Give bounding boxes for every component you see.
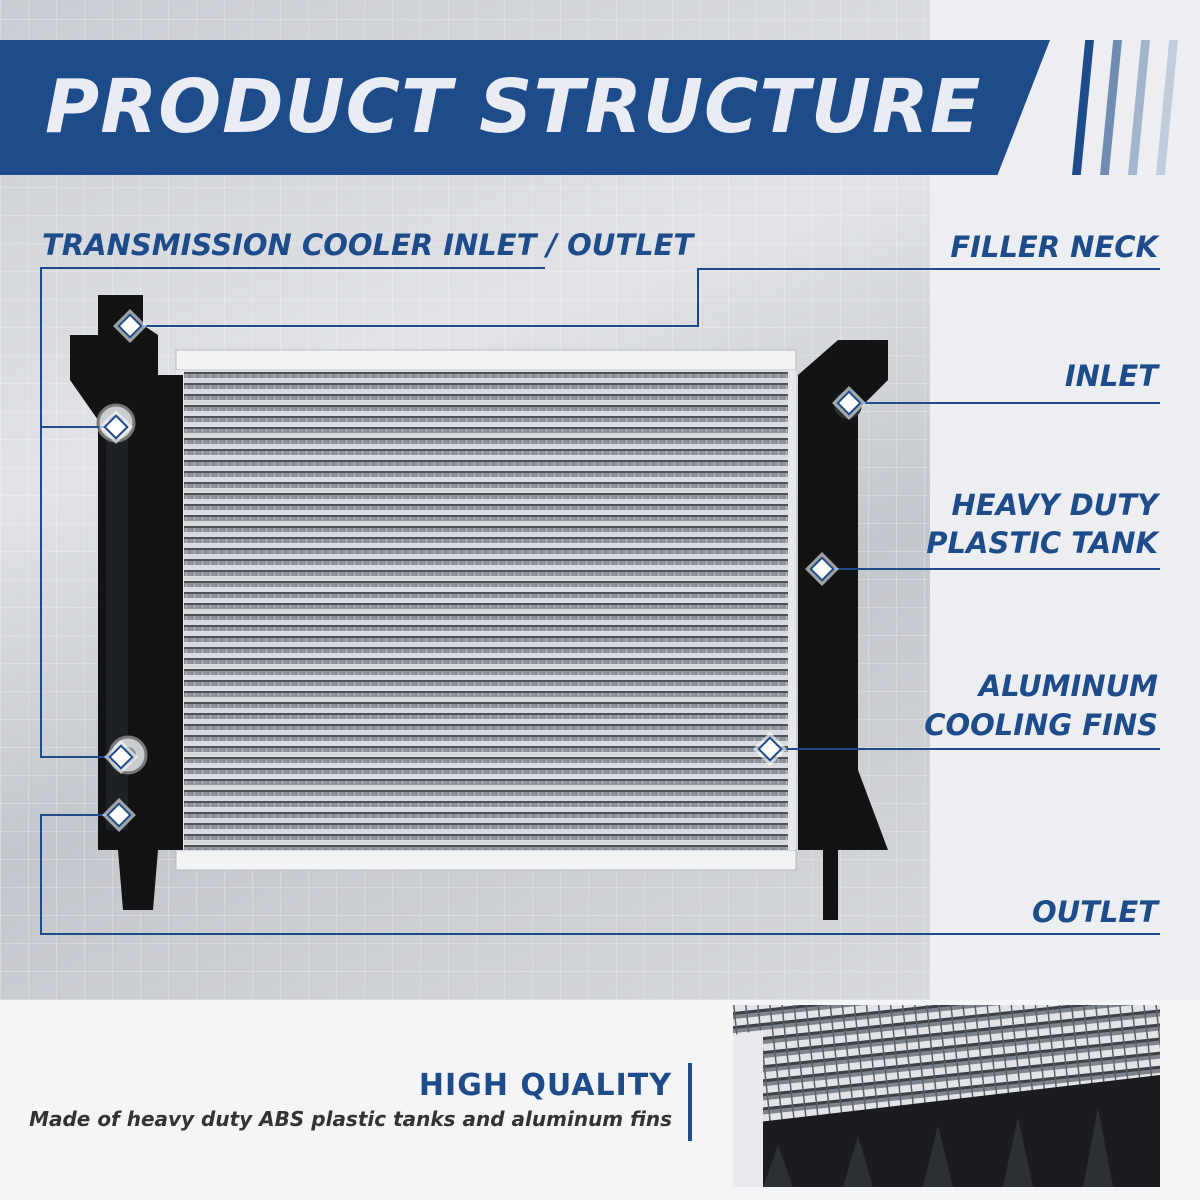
callout-line	[40, 426, 115, 428]
radiator-image	[70, 295, 888, 920]
fins-label-line2: COOLING FINS	[924, 708, 1158, 742]
fins-label-line1: ALUMINUM	[978, 669, 1158, 703]
callout-line	[820, 568, 1160, 570]
tank-label-line1: HEAVY DUTY	[951, 488, 1159, 522]
quality-accent-bar	[688, 1063, 692, 1141]
callout-line	[40, 814, 42, 934]
callout-line	[40, 814, 118, 816]
callout-line	[768, 748, 1160, 750]
callout-line	[697, 268, 699, 326]
page-title: PRODUCT STRUCTURE	[45, 64, 982, 150]
callout-line	[40, 756, 120, 758]
outlet-label: OUTLET	[1031, 895, 1158, 929]
inlet-label: INLET	[1064, 359, 1158, 393]
quality-description: Made of heavy duty ABS plastic tanks and…	[29, 1107, 672, 1131]
callout-line	[697, 268, 1160, 270]
callout-line	[848, 402, 1160, 404]
title-banner	[0, 40, 1050, 175]
fins-closeup-image	[733, 1005, 1160, 1187]
callout-line	[40, 267, 42, 757]
callout-line	[128, 325, 699, 327]
transmission-label: TRANSMISSION COOLER INLET / OUTLET	[42, 228, 694, 262]
tank-label-line2: PLASTIC TANK	[926, 526, 1158, 560]
filler-neck-label: FILLER NECK	[950, 230, 1158, 264]
quality-title: HIGH QUALITY	[418, 1068, 672, 1103]
callout-line	[40, 267, 545, 269]
callout-line	[40, 933, 1160, 935]
